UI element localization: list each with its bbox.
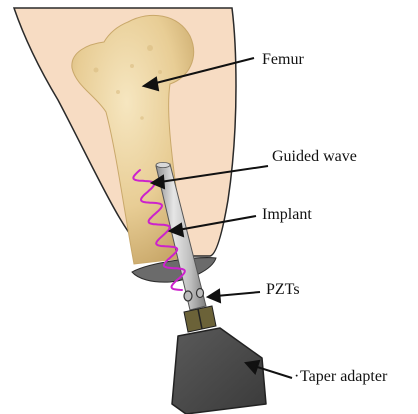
- label-pzts: PZTs: [266, 281, 300, 298]
- label-femur: Femur: [262, 51, 304, 68]
- connector: [184, 306, 216, 332]
- label-guided-wave: Guided wave: [272, 148, 357, 165]
- label-implant: Implant: [262, 206, 312, 223]
- label-taper-adapter: Taper adapter: [300, 368, 388, 385]
- label-taper-adapter-prefix: ·: [294, 368, 299, 385]
